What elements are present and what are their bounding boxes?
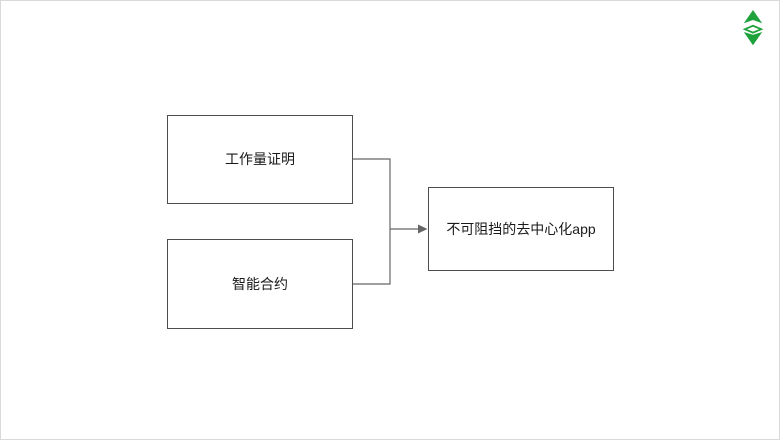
node-proof-of-work-label: 工作量证明	[225, 151, 295, 168]
node-proof-of-work[interactable]: 工作量证明	[167, 115, 353, 204]
logo-bottom-triangle	[743, 32, 763, 46]
logo-top-triangle	[743, 10, 763, 24]
node-smart-contract[interactable]: 智能合约	[167, 239, 353, 329]
node-unstoppable-dapp-label: 不可阻挡的去中心化app	[446, 220, 596, 237]
connector-arrowhead	[418, 224, 428, 234]
ethereum-classic-logo-icon	[741, 10, 765, 46]
connector-merge-line	[353, 158, 391, 285]
logo-middle-diamond-hole	[747, 26, 759, 32]
node-smart-contract-label: 智能合约	[232, 275, 288, 292]
node-unstoppable-dapp[interactable]: 不可阻挡的去中心化app	[428, 187, 614, 271]
